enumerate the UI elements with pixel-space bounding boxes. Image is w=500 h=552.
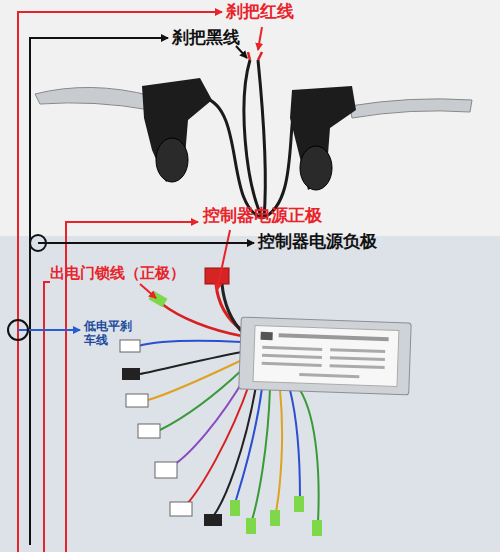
sticker-print <box>330 356 385 361</box>
controller <box>239 317 411 395</box>
brake-cable <box>205 98 298 218</box>
power-wire <box>216 284 242 330</box>
leader-line-black <box>38 242 254 244</box>
photo-background-lower <box>0 236 500 552</box>
signal-wire <box>138 341 242 346</box>
signal-wire <box>140 352 242 374</box>
lever-body <box>142 78 212 182</box>
leader-line-red <box>18 12 222 552</box>
leader-line-red <box>258 27 262 50</box>
bullet-terminal <box>294 496 304 512</box>
wire-connector <box>204 514 222 526</box>
sticker-print <box>330 348 385 353</box>
signal-wire <box>148 360 242 400</box>
sticker-print <box>262 346 322 351</box>
sticker-print <box>279 333 389 341</box>
handlebar-clamp <box>300 146 332 190</box>
leader-line-red <box>140 284 156 298</box>
sticker-print <box>299 373 359 378</box>
red-wire-tip <box>248 52 250 60</box>
wire-connector <box>122 368 140 380</box>
red-wire-tip <box>258 52 262 60</box>
wire-connector <box>138 424 160 438</box>
signal-wire <box>276 390 282 512</box>
wire-connector <box>170 502 192 516</box>
sticker-print <box>262 362 322 367</box>
bullet-terminal <box>270 510 280 526</box>
sticker-print <box>330 364 385 369</box>
leader-line-black <box>236 46 247 58</box>
sticker-logo <box>261 332 273 340</box>
annotation-label: 刹把红线 <box>226 2 294 22</box>
wire-connector <box>155 462 177 478</box>
leader-line-black <box>30 38 168 545</box>
t-plug <box>205 268 229 284</box>
handlebar-clamp <box>156 138 188 182</box>
lever-blade <box>350 99 472 118</box>
bullet-terminal <box>246 518 256 534</box>
lever-body <box>290 86 356 190</box>
leader-line-red <box>44 282 50 552</box>
annotation-label: 低电平刹车线 <box>84 320 138 348</box>
wire-connector <box>120 340 140 352</box>
signal-wire <box>252 388 270 520</box>
signal-wire <box>300 390 319 522</box>
leader-line-red <box>217 230 230 290</box>
signal-wire <box>236 388 262 500</box>
annotation-label: 出电门锁线（正极） <box>50 265 185 282</box>
wire-connector <box>126 394 148 407</box>
annotation-label: 控制器电源正极 <box>203 206 322 226</box>
junction-circle <box>8 320 28 340</box>
junction-circle <box>30 235 46 251</box>
signal-wire <box>290 390 300 498</box>
photo-background-upper <box>0 0 500 236</box>
annotation-label: 刹把黑线 <box>172 28 240 48</box>
door-lock-wire <box>162 304 242 336</box>
sticker-print <box>262 354 322 359</box>
controller-case <box>239 317 411 395</box>
brake-cable <box>258 60 265 218</box>
bullet-terminal <box>230 500 240 516</box>
bullet-terminal <box>312 520 322 536</box>
annotation-label: 控制器电源负极 <box>258 232 377 252</box>
lever-blade <box>35 87 152 110</box>
controller-sticker <box>253 326 399 387</box>
